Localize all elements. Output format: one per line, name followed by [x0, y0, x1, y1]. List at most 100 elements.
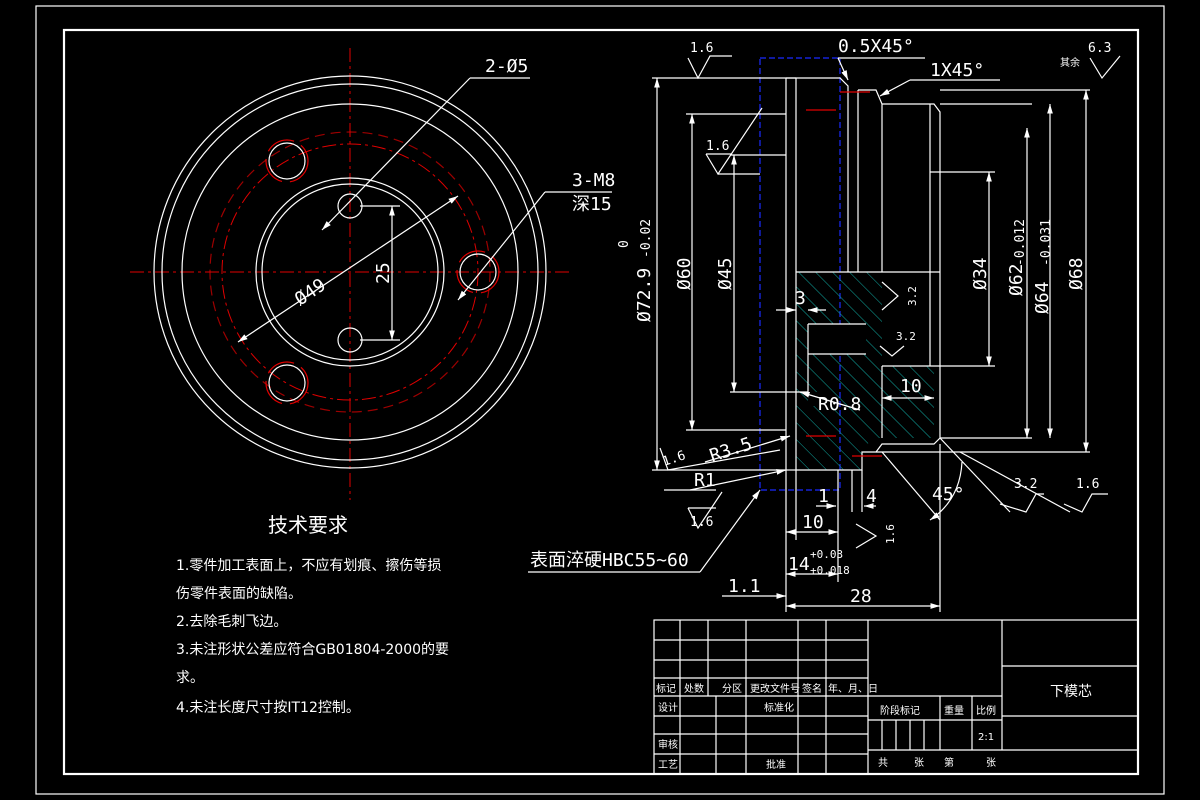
dia72-tol-lower: -0.02 [639, 219, 654, 258]
dia64-label: Ø64 [1032, 281, 1053, 314]
tb-header: 分区 [722, 683, 742, 695]
tech-title: 技术要求 [268, 513, 348, 537]
tb-header: 更改文件号 [750, 682, 800, 695]
r08-leader [799, 391, 861, 411]
outer-circle-3 [181, 103, 519, 441]
hatch-region [796, 272, 934, 470]
tb-approve: 批准 [766, 758, 786, 771]
dia45-label: Ø45 [715, 257, 736, 290]
phantom-outline [759, 57, 841, 491]
dim10b-label: 10 [802, 512, 824, 533]
dia72-label: Ø72.9 [634, 268, 655, 322]
tech-item: 伤零件表面的缺陷。 [176, 586, 302, 602]
tech-item: 3.未注形状公差应符合GB01804-2000的要 [176, 641, 449, 658]
dia34-label: Ø34 [970, 257, 991, 290]
dim14-tol-upper: +0.03 [810, 548, 843, 561]
svg-text:1.6: 1.6 [661, 448, 688, 470]
roughness-3-2-b: 3.2 [879, 330, 916, 357]
chamfer1-label: 0.5X45° [838, 36, 914, 57]
svg-text:1.6: 1.6 [1076, 477, 1099, 492]
dim14-tol-lower: +0.018 [810, 564, 850, 577]
dia64-tol-upper: -0.012 [1013, 219, 1028, 266]
tb-sheets-total: 共 [878, 757, 888, 769]
roughness-3-2-c: 3.2 [939, 437, 1044, 513]
tech-item: 4.未注长度尺寸按IT12控制。 [176, 700, 360, 716]
dia64-tol-lower: -0.031 [1039, 219, 1054, 266]
tech-requirements: 技术要求 1.零件加工表面上，不应有划痕、擦伤等损 伤零件表面的缺陷。 2.去除… [176, 513, 449, 716]
outer-frame [35, 5, 1165, 795]
dim10r-label: 10 [900, 376, 922, 397]
dia68-label: Ø68 [1066, 257, 1087, 290]
dim28-label: 28 [850, 586, 872, 607]
chamfer2-leader [879, 79, 911, 97]
tb-design: 设计 [658, 701, 678, 714]
tb-header: 签名 [802, 682, 822, 695]
r1-leader [689, 469, 787, 491]
tb-scale-value: 2:1 [978, 732, 994, 743]
tb-sheet-unit2: 张 [986, 757, 996, 769]
thread-label-1: 3-M8 [572, 170, 615, 191]
svg-text:其余: 其余 [1060, 56, 1080, 69]
roughness-top-left: 1.6 [687, 41, 732, 80]
section-view: Ø72.9 0 -0.02 Ø60 Ø45 Ø34 Ø62 Ø64 -0.012… [528, 36, 1121, 612]
roughness-3-2-a: 3.2 [881, 281, 919, 311]
tech-item: 求。 [176, 670, 204, 686]
holes-label: 2-Ø5 [485, 56, 528, 77]
angle45-label: 45° [932, 484, 965, 505]
tb-sheets-unit: 张 [914, 757, 924, 769]
tb-sheet-no: 第 [944, 756, 954, 769]
tb-header: 处数 [684, 682, 704, 695]
roughness-inner: 1.6 [705, 107, 763, 176]
thread-label-2: 深15 [572, 194, 612, 215]
tb-scale-label: 比例 [976, 704, 996, 717]
threaded-hole-top [265, 139, 309, 183]
hatch-void-1 [808, 324, 866, 354]
r35-leader [704, 435, 791, 463]
dia49-dim-line [237, 195, 459, 343]
angle45-arc [929, 461, 963, 521]
outer-circle-2 [161, 83, 539, 461]
tb-header: 标记 [656, 683, 676, 695]
thread-circle [209, 131, 491, 413]
svg-text:3.2: 3.2 [1014, 477, 1037, 492]
svg-text:1.6: 1.6 [884, 524, 897, 544]
roughness-left: 1.6 [659, 447, 781, 471]
inner-frame [62, 28, 1140, 776]
tb-standardization: 标准化 [764, 701, 794, 714]
dia62-label: Ø62 [1006, 263, 1027, 296]
dim11-label: 1.1 [728, 576, 761, 597]
svg-text:1.6: 1.6 [690, 41, 713, 56]
front-view: 2-Ø5 3-M8 深15 Ø49 25 [130, 48, 615, 500]
dim4-label: 4 [866, 486, 877, 507]
r1-label: R1 [694, 470, 716, 491]
outer-circle-1 [153, 75, 547, 469]
holes-leader [321, 77, 471, 231]
hatch-void-2 [808, 392, 832, 406]
tb-stage-mark: 阶段标记 [880, 704, 920, 717]
tech-item: 1.零件加工表面上，不应有划痕、擦伤等损 [176, 557, 441, 574]
angle45-ext [881, 451, 941, 521]
svg-text:1.6: 1.6 [690, 515, 713, 530]
hardening-leader [699, 489, 761, 573]
roughness-bottom: 1.6 [687, 491, 723, 530]
roughness-other: 6.3 其余 [1060, 41, 1121, 80]
spacing-label: 25 [373, 262, 394, 284]
thread-leader [457, 191, 546, 301]
tb-weight: 重量 [944, 704, 964, 717]
bolt-circle [221, 143, 479, 401]
tb-part-name: 下模芯 [1050, 684, 1092, 700]
tb-process: 工艺 [658, 759, 678, 771]
r08-label: R0.8 [818, 394, 861, 415]
tb-review: 审核 [658, 738, 678, 751]
chamfer1-leader [837, 57, 849, 81]
svg-text:1.6: 1.6 [706, 139, 729, 154]
dim14-label: 14 [788, 554, 810, 575]
title-block: 标记 处数 分区 更改文件号 签名 年、月、日 设计 标准化 审核 工艺 批准 … [653, 619, 1139, 775]
chamfer2-label: 1X45° [930, 60, 984, 81]
svg-text:3.2: 3.2 [906, 286, 919, 306]
tech-item: 2.去除毛刺飞边。 [176, 614, 287, 630]
tb-header: 年、月、日 [828, 682, 878, 695]
svg-text:6.3: 6.3 [1088, 41, 1111, 56]
dim1-label: 1 [818, 486, 829, 507]
